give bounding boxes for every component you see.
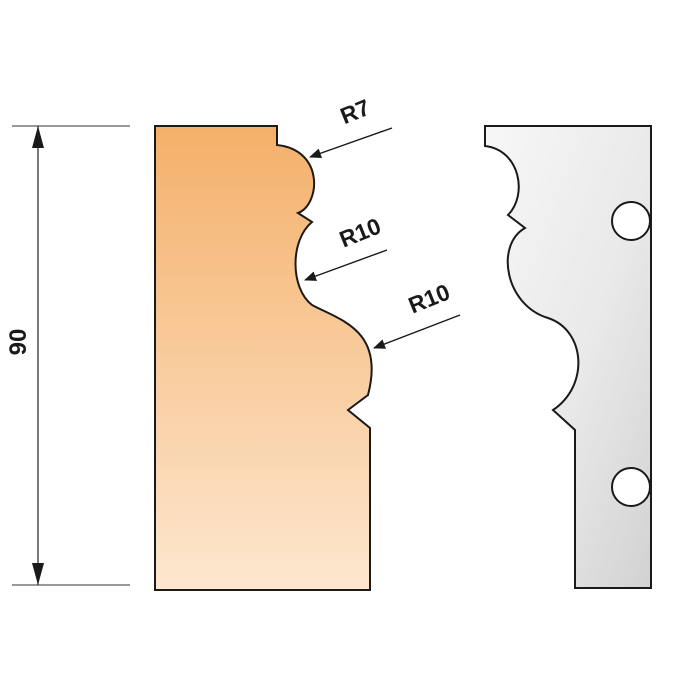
- radius-callout-r10-lower: R10: [373, 279, 461, 349]
- height-dimension-label: 90: [5, 329, 32, 356]
- dimension-arrow-top: [32, 126, 44, 148]
- mounting-hole-upper: [611, 201, 651, 241]
- leader-arrow-r7: [309, 127, 393, 159]
- radius-callout-r7: R7: [309, 94, 393, 159]
- radius-label-r10-lower: R10: [405, 279, 454, 319]
- dimension-arrow-bottom: [32, 563, 44, 585]
- wood-profile: [154, 125, 373, 591]
- leader-arrow-r10-upper: [304, 249, 388, 281]
- height-dimension: 90: [5, 125, 130, 586]
- leader-arrow-r10-lower: [373, 314, 461, 349]
- radius-label-r10-upper: R10: [336, 213, 385, 253]
- radius-label-r7: R7: [337, 94, 374, 129]
- steel-knife: [484, 125, 652, 589]
- radius-callout-r10-upper: R10: [304, 213, 388, 281]
- mounting-hole-lower: [611, 467, 651, 507]
